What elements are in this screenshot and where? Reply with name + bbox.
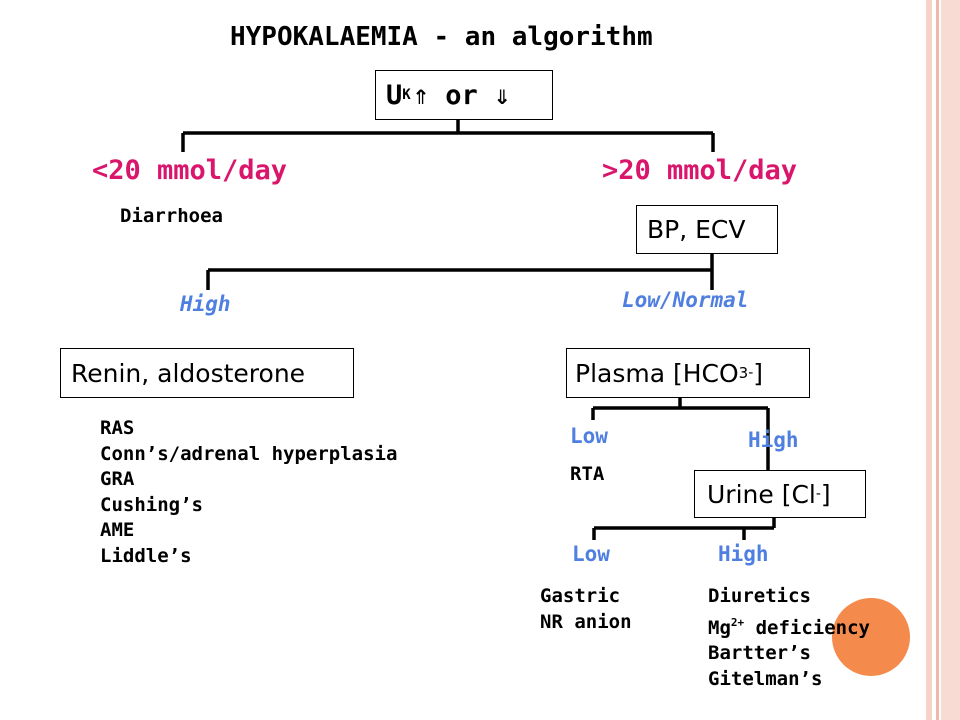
high-causes-list: RAS Conn’s/adrenal hyperplasia GRA Cushi…	[100, 416, 397, 569]
low-cl-causes-list: Gastric NR anion	[540, 584, 632, 635]
plasma-subscript: 3	[738, 364, 749, 382]
mg-suffix: deficiency	[744, 616, 870, 639]
list-item: RAS	[100, 417, 135, 439]
plasma-superscript: -	[748, 365, 754, 381]
cl-high-label: High	[718, 542, 769, 566]
list-item: Bartter’s	[708, 642, 811, 664]
renin-aldosterone-node: Renin, aldosterone	[60, 348, 354, 398]
list-item: Conn’s/adrenal hyperplasia	[100, 442, 398, 465]
plasma-suffix: ]	[753, 358, 764, 388]
branch-left-label: <20 mmol/day	[92, 155, 288, 186]
list-item: Liddle’s	[100, 544, 192, 567]
list-item: Diuretics	[708, 585, 811, 607]
hco3-low-label: Low	[570, 424, 608, 448]
list-item: Cushing’s	[100, 493, 203, 516]
high-label: High	[180, 292, 231, 316]
mg-base: Mg	[708, 616, 731, 639]
cl-low-label: Low	[572, 542, 610, 566]
urine-superscript: -	[815, 486, 821, 502]
bp-ecv-node: BP, ECV	[636, 205, 778, 254]
list-item: NR anion	[540, 610, 632, 633]
side-stripe	[936, 0, 939, 720]
urine-suffix: ]	[820, 479, 831, 509]
list-item: Gitelman’s	[708, 667, 823, 690]
mg-superscript: 2+	[730, 615, 745, 629]
rta-text: RTA	[570, 463, 605, 485]
diarrhoea-text: Diarrhoea	[120, 205, 223, 227]
diagram-title: HYPOKALAEMIA - an algorithm	[230, 22, 653, 52]
side-stripe	[926, 0, 932, 720]
branch-right-label: >20 mmol/day	[602, 155, 798, 186]
highlight-circle	[832, 598, 910, 676]
list-item: GRA	[100, 468, 135, 490]
urine-prefix: Urine [Cl	[707, 479, 816, 509]
root-subscript: K	[402, 87, 411, 103]
high-cl-causes-list: Diuretics Mg2+ deficiency Bartter’s Gite…	[708, 584, 870, 692]
list-item: Gastric	[540, 585, 621, 607]
root-arrows: ⇑ or ⇓	[412, 79, 511, 111]
root-prefix: U	[386, 79, 403, 111]
plasma-prefix: Plasma [HCO	[575, 358, 739, 388]
low-normal-label: Low/Normal	[622, 288, 749, 312]
side-stripe	[941, 0, 960, 720]
list-item: AME	[100, 519, 135, 541]
hco3-high-label: High	[748, 428, 799, 452]
list-item: Mg2+ deficiency	[708, 610, 870, 642]
urine-cl-node: Urine [Cl-]	[694, 470, 866, 518]
